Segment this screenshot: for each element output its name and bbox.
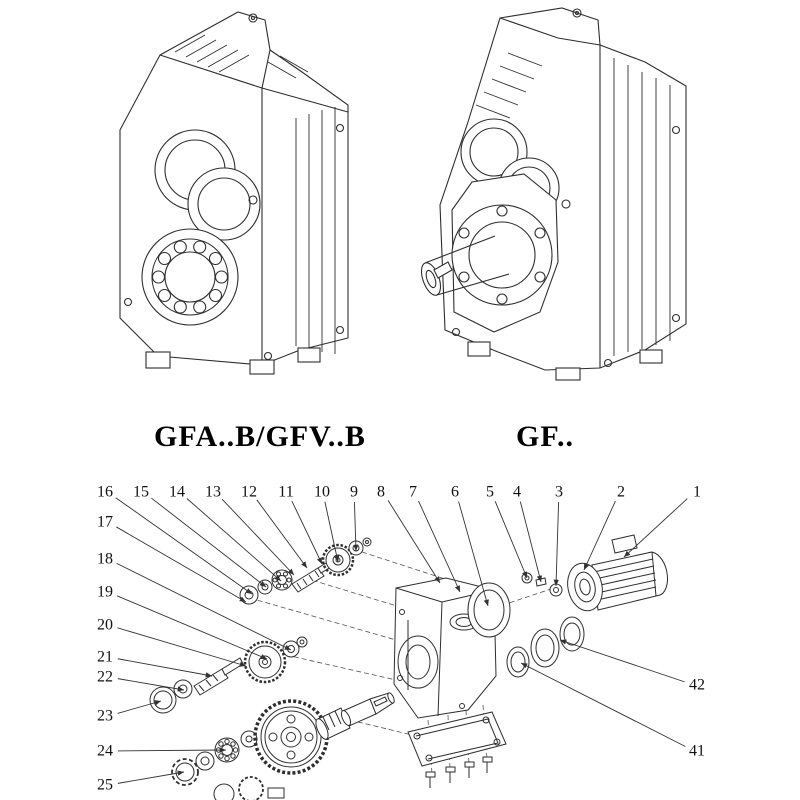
seal-rings <box>506 616 585 678</box>
coupling-parts <box>521 572 563 597</box>
output-bearing <box>141 228 239 326</box>
input-pinion-assembly <box>239 537 372 605</box>
gearbox-drawing-gfab <box>119 11 349 375</box>
mounting-feet <box>467 341 663 381</box>
motor-assembly <box>567 534 669 612</box>
model-label-gfab: GFA..B/GFV..B <box>154 420 366 453</box>
gasket-plate <box>407 711 507 767</box>
input-bores <box>154 129 261 241</box>
output-gear-shaft-assembly <box>171 692 395 800</box>
top-ribs <box>174 34 309 79</box>
exploded-view-drawing <box>149 534 669 800</box>
gearbox-drawing-gf <box>420 7 687 381</box>
gear-unit-drawings <box>119 7 687 381</box>
cover-bolts <box>425 756 493 788</box>
side-ribs <box>295 107 336 354</box>
output-shaft <box>420 235 510 296</box>
output-flange <box>451 173 559 333</box>
mounting-feet <box>145 347 321 375</box>
model-label-gf: GF.. <box>516 420 574 453</box>
adapter-ring <box>467 582 511 638</box>
top-ribs <box>475 52 543 119</box>
side-ribs <box>613 58 671 356</box>
housing-bolts <box>451 8 681 368</box>
